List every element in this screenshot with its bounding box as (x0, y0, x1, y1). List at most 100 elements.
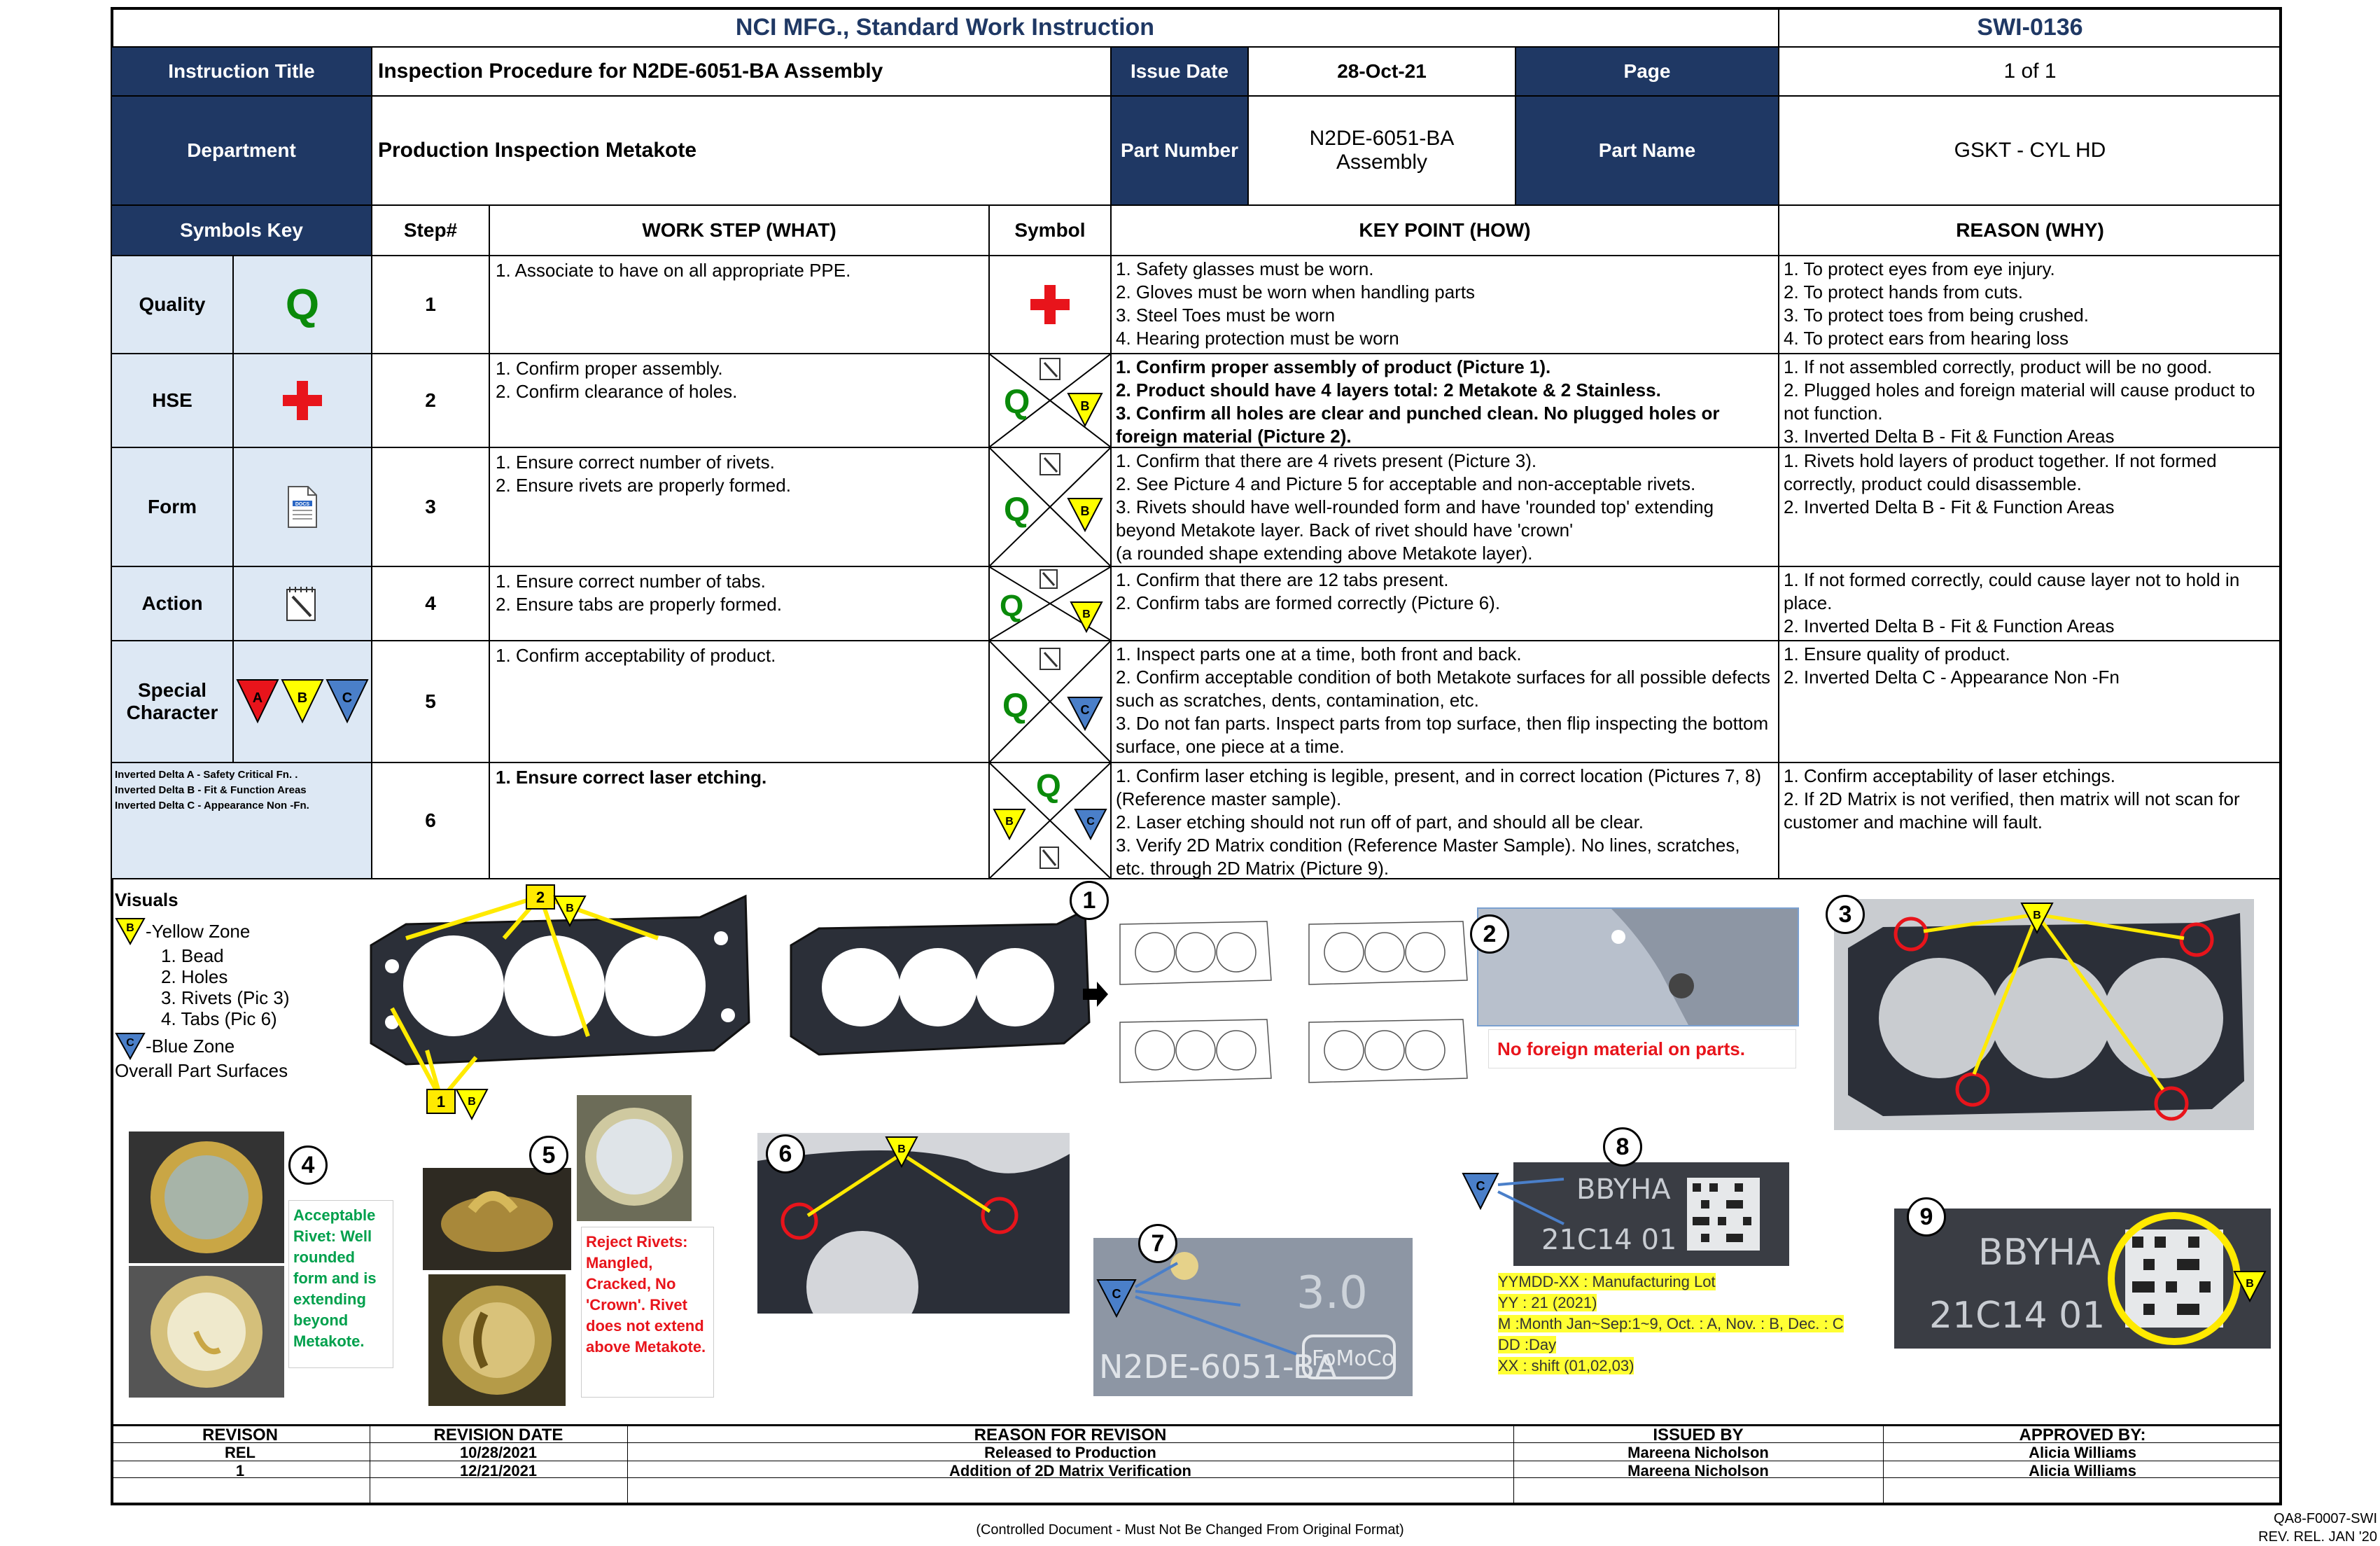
svg-text:B: B (897, 1143, 906, 1155)
picture-label-text: 7 (1151, 1230, 1165, 1257)
svg-text:B: B (2246, 1278, 2254, 1290)
callout-1-label: 1 (437, 1093, 445, 1110)
rev-cell: 10/28/2021 (370, 1444, 627, 1462)
instruction-title-label: Instruction Title (111, 46, 372, 97)
quality-action-delta-b-c-icon: Q B C (990, 763, 1110, 878)
photo-2d-matrix: BBYHA 21C14 01 B (1894, 1209, 2271, 1349)
rev-cell: REL (111, 1444, 370, 1462)
reject-rivet-image (441, 1191, 553, 1252)
photo-acceptable-rivet-bottom (129, 1266, 284, 1398)
blue-zone-row: C -Blue Zone (115, 1032, 367, 1060)
work-step-text: 1. Confirm proper assembly. 2. Confirm c… (496, 358, 738, 402)
lot-line: DD :Day (1498, 1336, 1557, 1353)
rev-cell: 12/21/2021 (370, 1462, 627, 1480)
key-hse-text: HSE (152, 389, 192, 411)
rev-header-text: REVISON (202, 1426, 279, 1444)
rev-cell-text: REL (225, 1444, 255, 1461)
svg-text:Q: Q (1004, 384, 1030, 421)
svg-text:C: C (1476, 1179, 1485, 1193)
quality-action-delta-b-icon: Q B (990, 448, 1110, 566)
controlled-document-note: (Controlled Document - Must Not Be Chang… (700, 1522, 1680, 1538)
col-step-text: Step# (403, 219, 458, 241)
laser-etch-image: 3.0 N2DE-6051-BA FoMoCo C (1096, 1252, 1396, 1386)
key-point-text: 1. Confirm that there are 4 rivets prese… (1116, 450, 1714, 564)
key-point-cell: 1. Confirm that there are 4 rivets prese… (1110, 447, 1779, 567)
controlled-document-text: (Controlled Document - Must Not Be Chang… (976, 1522, 1404, 1538)
rev-cell-text: 1 (235, 1462, 245, 1479)
part-number-label: Part Number (1110, 95, 1249, 206)
yellow-item: 2. Holes (161, 966, 228, 987)
key-point-text: 1. Confirm laser etching is legible, pre… (1116, 765, 1761, 879)
svg-text:B: B (1082, 608, 1091, 620)
key-special-label: Special Character (111, 640, 234, 763)
svg-text:B: B (2033, 910, 2041, 921)
yellow-item: 4. Tabs (Pic 6) (161, 1008, 277, 1029)
work-step-text: 1. Confirm acceptability of product. (496, 645, 776, 666)
svg-text:C: C (1086, 816, 1095, 828)
picture-label-text: 3 (1838, 900, 1852, 928)
layer-drawings (1119, 921, 1468, 1083)
work-step-text: 1. Associate to have on all appropriate … (496, 260, 851, 281)
key-form-text: Form (148, 496, 197, 517)
rev-header-issued: ISSUED BY (1513, 1426, 1883, 1445)
quality-action-delta-b-icon: Q B (990, 354, 1110, 447)
svg-text:DOCS: DOCS (295, 502, 310, 507)
hse-cross-icon (1030, 285, 1070, 324)
key-point-cell: 1. Confirm proper assembly of product (P… (1110, 353, 1779, 448)
svg-text:Q: Q (1036, 767, 1061, 804)
svg-text:C: C (342, 690, 352, 706)
photo-tabs: B (757, 1133, 1070, 1343)
issue-date-value: 28-Oct-21 (1247, 46, 1516, 97)
rev-cell: Mareena Nicholson (1513, 1444, 1883, 1462)
quality-action-delta-c-icon: Q C (990, 641, 1110, 762)
key-delta-legend: Inverted Delta A - Safety Critical Fn. .… (111, 762, 372, 879)
photo-holes (1477, 907, 1799, 1026)
photo-acceptable-rivet-top (129, 1131, 284, 1263)
yellow-zone-label: -Yellow Zone (146, 921, 251, 942)
arrow-right-icon (1083, 982, 1108, 1007)
company-title: NCI MFG., Standard Work Instruction (111, 7, 1779, 48)
rev-cell-text: Alicia Williams (2029, 1462, 2136, 1479)
notepad-pencil-icon (286, 587, 316, 621)
rev-cell-text: 12/21/2021 (459, 1462, 538, 1479)
symbol-cell: Q B C (988, 762, 1112, 879)
photo-laser-etch-part: 3.0 N2DE-6051-BA FoMoCo C (1093, 1238, 1413, 1396)
col-key-point: KEY POINT (HOW) (1110, 204, 1779, 256)
rev-rel-date: REV. REL. JAN '20 (2258, 1529, 2377, 1545)
reject-rivet-side-image (585, 1108, 683, 1206)
picture-label-9: 9 (1907, 1197, 1946, 1237)
photo-reject-rivet-bottom (428, 1274, 566, 1406)
reason-text: 1. To protect eyes from eye injury. 2. T… (1784, 258, 2089, 349)
picture-label-text: 9 (1919, 1203, 1933, 1230)
rev-cell: Released to Production (627, 1444, 1513, 1462)
doc-number-text: SWI-0136 (1977, 13, 2083, 41)
svg-text:C: C (126, 1037, 134, 1049)
part-number-value: N2DE-6051-BA Assembly (1247, 95, 1516, 206)
rev-cell: Addition of 2D Matrix Verification (627, 1462, 1513, 1480)
revision-col-border (1513, 1424, 1514, 1505)
work-step-cell: 1. Ensure correct number of rivets. 2. E… (489, 447, 990, 567)
acceptable-rivet-note: Acceptable Rivet: Well rounded form and … (288, 1200, 393, 1368)
picture-label-text: 1 (1082, 886, 1096, 914)
svg-text:BBYHA: BBYHA (1576, 1174, 1671, 1206)
key-action-text: Action (141, 592, 203, 614)
instruction-title-text: Inspection Procedure for N2DE-6051-BA As… (378, 60, 883, 83)
key-point-text: 1. Confirm that there are 12 tabs presen… (1116, 569, 1501, 613)
page-label-text: Page (1623, 60, 1671, 82)
acceptable-rivet-text: Acceptable Rivet: Well rounded form and … (293, 1206, 377, 1350)
key-point-cell: 1. Inspect parts one at a time, both fro… (1110, 640, 1779, 763)
svg-text:C: C (1081, 703, 1090, 717)
reason-cell: 1. If not formed correctly, could cause … (1778, 566, 2282, 641)
picture-label-5: 5 (529, 1136, 568, 1175)
symbol-cell (988, 255, 1112, 354)
reject-rivet-text: Reject Rivets: Mangled, Cracked, No 'Cro… (586, 1233, 706, 1356)
svg-text:N2DE-6051-BA: N2DE-6051-BA (1099, 1348, 1337, 1386)
lot-code-legend: YYMDD-XX : Manufacturing Lot YY : 21 (20… (1498, 1272, 1876, 1377)
key-point-cell: 1. Confirm laser etching is legible, pre… (1110, 762, 1779, 879)
rev-header-text: ISSUED BY (1653, 1426, 1744, 1444)
doc-number: SWI-0136 (1778, 7, 2282, 48)
step-number-text: 2 (425, 389, 436, 411)
hole-closeup-image (1611, 909, 1798, 1025)
step-number: 2 (371, 353, 490, 448)
gasket-photo-1 (790, 908, 1091, 1056)
